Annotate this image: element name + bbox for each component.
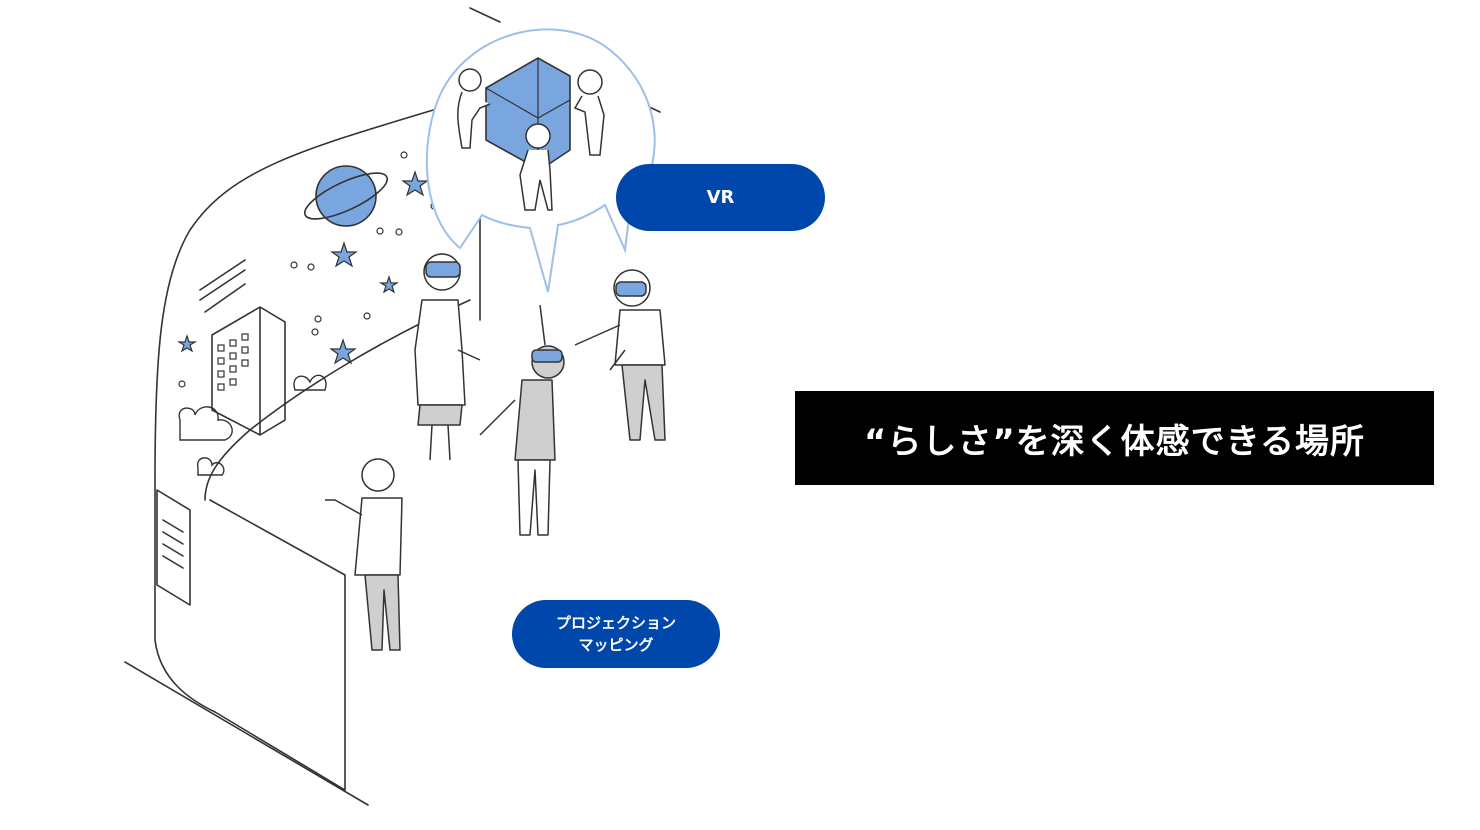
projection-label-line1: プロジェクション xyxy=(555,614,676,632)
vr-thought-bubble xyxy=(425,28,656,293)
vr-headset-icon xyxy=(615,281,647,297)
projection-label-line2: マッピング xyxy=(578,636,654,654)
vr-headset-icon xyxy=(531,349,563,363)
tagline-banner: “らしさ”を深く体感できる場所 xyxy=(795,391,1434,485)
side-screen xyxy=(156,489,191,606)
vr-headset-icon xyxy=(425,261,461,278)
star-icon xyxy=(176,170,429,365)
tagline-text: “らしさ”を深く体感できる場所 xyxy=(863,421,1365,462)
person-icon xyxy=(325,253,666,651)
planet-icon xyxy=(303,165,389,227)
floor-line xyxy=(124,661,369,806)
curved-wall xyxy=(154,107,441,791)
exhibition-illustration xyxy=(124,7,666,806)
wall-top-line xyxy=(469,7,501,23)
building-icon xyxy=(211,306,286,436)
vr-label: VR xyxy=(616,164,825,231)
vr-label-text: VR xyxy=(706,187,735,208)
projection-mapping-label: プロジェクション マッピング xyxy=(512,600,720,668)
wall-panel xyxy=(209,499,346,791)
